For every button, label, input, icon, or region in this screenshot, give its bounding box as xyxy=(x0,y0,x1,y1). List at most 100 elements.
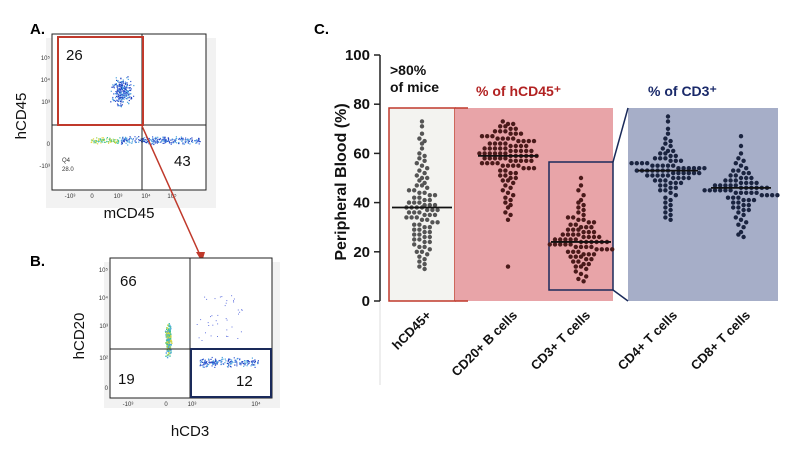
data-point xyxy=(505,163,511,168)
flow-event xyxy=(178,142,180,144)
data-point xyxy=(754,180,759,186)
flow-event xyxy=(126,77,128,79)
data-point xyxy=(658,151,663,156)
flow-event xyxy=(245,360,247,362)
panel-b-x-tick: -10³ xyxy=(123,402,134,408)
panel-a-hcd45-gate xyxy=(57,36,144,126)
panel-c-y-label: Peripheral Blood (%) xyxy=(333,103,350,260)
flow-event xyxy=(165,336,167,338)
data-point xyxy=(524,148,529,154)
flow-event xyxy=(226,335,227,337)
data-point xyxy=(417,237,422,242)
flow-event xyxy=(90,141,92,144)
data-point xyxy=(665,126,671,131)
data-point xyxy=(571,215,576,220)
flow-event xyxy=(140,139,142,142)
flow-event xyxy=(111,86,113,88)
data-point xyxy=(741,197,746,203)
flow-event xyxy=(131,98,133,100)
panel-c-median-lines xyxy=(392,154,771,243)
flow-event xyxy=(169,330,171,333)
flow-event xyxy=(126,139,128,141)
flow-event xyxy=(165,331,167,334)
data-point xyxy=(432,193,438,198)
flow-event xyxy=(121,98,123,100)
flow-event xyxy=(98,140,100,142)
flow-event xyxy=(130,84,132,86)
flow-event xyxy=(167,336,169,338)
flow-event xyxy=(236,363,238,365)
data-point xyxy=(422,202,427,208)
flow-event xyxy=(244,362,246,365)
flow-event xyxy=(251,363,253,366)
data-point xyxy=(736,156,741,161)
flow-event xyxy=(162,140,165,142)
data-point xyxy=(404,215,409,220)
flow-event xyxy=(120,106,122,108)
data-point xyxy=(668,212,673,218)
data-point xyxy=(482,151,487,156)
data-point xyxy=(409,215,414,220)
data-point xyxy=(422,229,427,235)
flow-event xyxy=(192,141,194,143)
panel-c-y-tick-label: 0 xyxy=(362,293,370,310)
panel-c-x-tick-label: CD3+ T cells xyxy=(528,308,594,374)
data-point xyxy=(736,200,741,205)
flow-event xyxy=(145,142,147,144)
flow-event xyxy=(95,142,97,144)
flow-event xyxy=(90,139,93,141)
flow-event xyxy=(120,84,123,86)
flow-event xyxy=(117,80,119,83)
flow-event xyxy=(226,365,229,368)
flow-event xyxy=(166,331,168,333)
flow-event xyxy=(129,96,131,98)
flow-event xyxy=(125,89,127,91)
data-point xyxy=(586,252,591,257)
flow-event xyxy=(112,98,114,100)
flow-event xyxy=(130,93,132,95)
flow-event xyxy=(169,346,172,348)
flow-event xyxy=(237,309,239,311)
panel-c-x-tick-label: CD4+ T cells xyxy=(615,308,681,374)
flow-event xyxy=(116,103,119,105)
flow-event xyxy=(174,140,176,142)
flow-event xyxy=(178,141,180,144)
flow-event xyxy=(128,139,130,141)
flow-event xyxy=(149,140,151,142)
data-point xyxy=(746,207,751,213)
data-point xyxy=(508,175,513,181)
flow-event xyxy=(123,140,125,142)
flow-event xyxy=(212,362,215,364)
data-point xyxy=(581,217,586,222)
flow-event xyxy=(217,336,218,337)
flow-event xyxy=(169,345,171,347)
data-point xyxy=(718,183,723,188)
flow-event xyxy=(240,362,242,365)
flow-event xyxy=(115,83,117,86)
flow-event xyxy=(221,361,223,363)
flow-event xyxy=(191,137,193,139)
flow-event xyxy=(120,86,122,88)
flow-event xyxy=(221,296,223,298)
panel-a-x-tick: -10³ xyxy=(65,194,76,200)
panel-c-y-tick-label: 60 xyxy=(353,145,370,162)
flow-event xyxy=(229,358,231,360)
flow-event xyxy=(155,138,157,140)
flow-event xyxy=(241,309,243,311)
data-point xyxy=(671,163,676,168)
data-point xyxy=(503,210,508,215)
flow-event xyxy=(166,350,168,352)
data-point xyxy=(427,229,432,235)
data-point xyxy=(417,259,422,264)
data-point xyxy=(591,220,597,225)
flow-event xyxy=(214,364,216,366)
data-point xyxy=(417,232,422,237)
flow-event xyxy=(128,138,131,140)
flow-event xyxy=(198,138,200,140)
flow-event xyxy=(126,83,128,85)
data-point xyxy=(498,168,503,173)
flow-event xyxy=(113,99,115,102)
data-point xyxy=(668,143,673,149)
data-point xyxy=(417,264,422,269)
data-point xyxy=(425,166,430,171)
